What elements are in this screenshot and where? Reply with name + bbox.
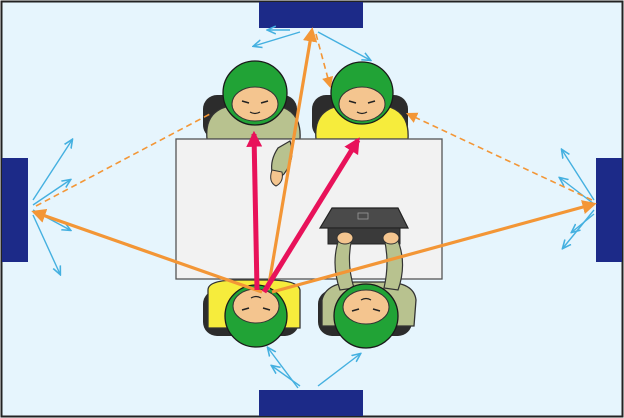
reflected-sound-arrow-icon bbox=[271, 200, 597, 294]
scattered-sound-arrow-icon bbox=[560, 178, 595, 205]
speaker-panel-icon bbox=[2, 158, 28, 262]
person-topdown-icon bbox=[206, 60, 301, 140]
scattered-sound-arrow-icon bbox=[254, 31, 301, 46]
scattered-sound-arrow-icon bbox=[32, 180, 70, 206]
scattered-sound-arrow-icon bbox=[272, 366, 301, 387]
reflected-sound-arrow-icon bbox=[315, 33, 334, 89]
reflected-sound-group bbox=[31, 27, 597, 294]
speaker-panel-icon bbox=[259, 2, 363, 28]
reflected-sound-arrow-icon bbox=[266, 27, 318, 291]
scattered-sound-arrow-icon bbox=[317, 31, 370, 60]
hand bbox=[270, 169, 283, 187]
speaker-panel-icon bbox=[259, 390, 363, 416]
scattered-sound-arrow-icon bbox=[572, 213, 595, 232]
direct-sound-arrow-icon bbox=[261, 137, 361, 294]
direct-sound-group bbox=[246, 130, 361, 294]
person-topdown-icon bbox=[315, 61, 409, 140]
scattered-sound-arrow-icon bbox=[562, 150, 595, 201]
person-topdown-icon bbox=[321, 231, 417, 349]
reflected-sound-arrow-icon bbox=[31, 209, 263, 294]
scattered-sound-arrow-icon bbox=[32, 140, 72, 201]
reflected-sound-arrow-icon bbox=[35, 113, 211, 207]
reflected-sound-arrow-icon bbox=[405, 112, 593, 201]
scattered-sound-arrow-icon bbox=[317, 354, 360, 387]
direct-sound-arrow-icon bbox=[246, 130, 263, 291]
speaker-panel-icon bbox=[596, 158, 622, 262]
scattered-sound-group bbox=[32, 30, 595, 389]
scattered-sound-arrow-icon bbox=[32, 214, 60, 274]
